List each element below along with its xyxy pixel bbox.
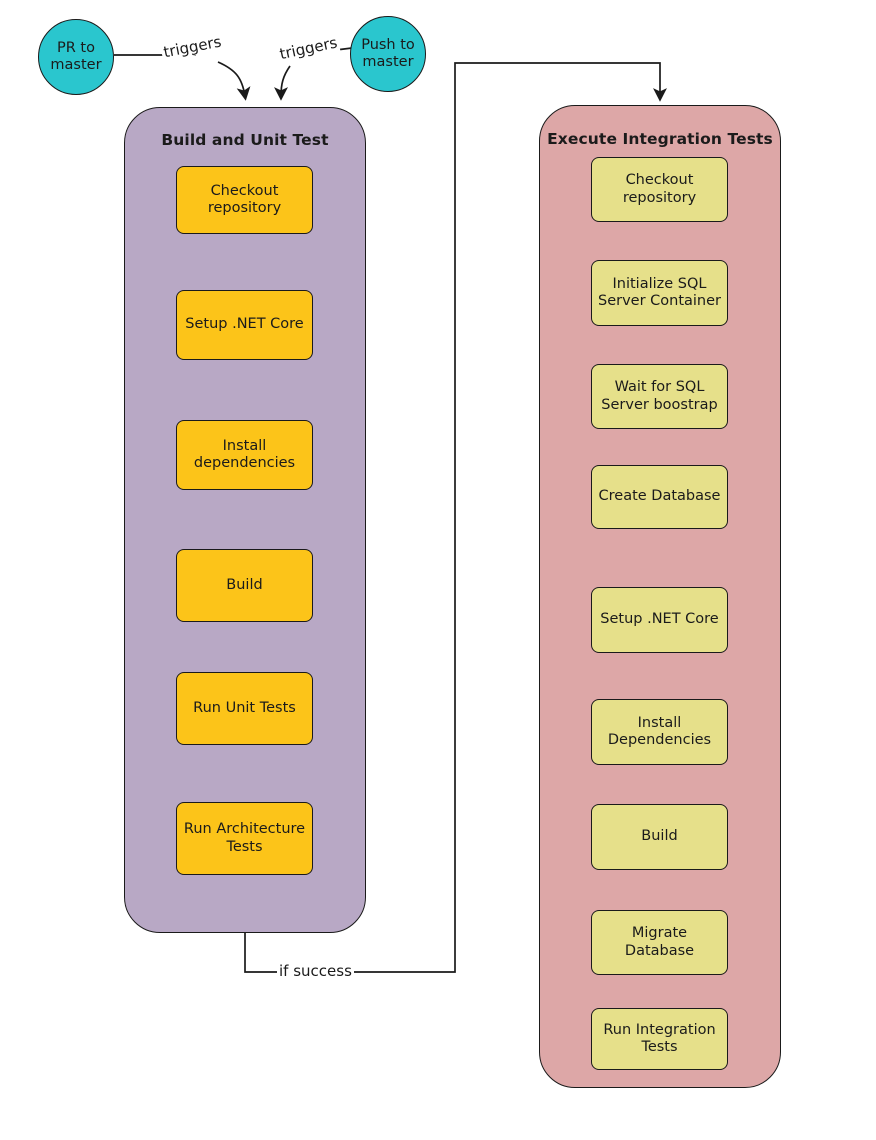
node-run-integration-tests[interactable]: Run Integration Tests xyxy=(591,1008,728,1070)
node-checkout-repository[interactable]: Checkout repository xyxy=(176,166,313,234)
node-install-dependencies[interactable]: Install dependencies xyxy=(176,420,313,490)
node-run-architecture-tests[interactable]: Run Architecture Tests xyxy=(176,802,313,875)
node-label: Run Integration Tests xyxy=(603,1021,716,1055)
trigger-label: Push to master xyxy=(361,36,415,70)
trigger-node-push-to-master[interactable]: Push to master xyxy=(350,16,426,92)
node-label: Checkout repository xyxy=(622,172,697,206)
trigger-label: PR to master xyxy=(50,39,102,73)
node-setup-dotnet-core-2[interactable]: Setup .NET Core xyxy=(591,587,728,653)
node-label: Setup .NET Core xyxy=(600,611,719,628)
node-label: Checkout repository xyxy=(207,182,282,216)
edge-label-if-success: if success xyxy=(277,962,354,980)
node-initialize-sql-server-container[interactable]: Initialize SQL Server Container xyxy=(591,260,728,326)
node-install-dependencies-2[interactable]: Install Dependencies xyxy=(591,699,728,765)
node-label: Install Dependencies xyxy=(607,714,712,748)
node-run-unit-tests[interactable]: Run Unit Tests xyxy=(176,672,313,745)
node-label: Install dependencies xyxy=(193,437,296,471)
node-label: Migrate Database xyxy=(624,925,695,959)
node-setup-dotnet-core[interactable]: Setup .NET Core xyxy=(176,290,313,360)
node-label: Wait for SQL Server boostrap xyxy=(601,379,718,413)
subgraph-title-build-and-unit-test: Build and Unit Test xyxy=(161,131,329,149)
subgraph-title-execute-integration-tests: Execute Integration Tests xyxy=(547,130,773,148)
node-label: Initialize SQL Server Container xyxy=(597,275,722,309)
node-wait-for-sql-server-boostrap[interactable]: Wait for SQL Server boostrap xyxy=(591,364,728,429)
node-label: Build xyxy=(226,576,263,593)
node-checkout-repository-2[interactable]: Checkout repository xyxy=(591,157,728,222)
node-label: Build xyxy=(641,828,678,845)
node-label: Setup .NET Core xyxy=(185,316,304,333)
edge-label-triggers-push: triggers xyxy=(276,33,341,64)
node-migrate-database[interactable]: Migrate Database xyxy=(591,910,728,975)
node-label: Run Unit Tests xyxy=(193,699,296,716)
node-label: Run Architecture Tests xyxy=(183,821,306,855)
edge-label-triggers-pr: triggers xyxy=(160,32,225,62)
trigger-node-pr-to-master[interactable]: PR to master xyxy=(38,19,114,95)
subgraph-build-and-unit-test: Build and Unit Test xyxy=(124,107,366,933)
node-build[interactable]: Build xyxy=(176,549,313,622)
node-build-2[interactable]: Build xyxy=(591,804,728,870)
edge-pr-to-build xyxy=(114,54,251,101)
node-create-database[interactable]: Create Database xyxy=(591,465,728,529)
node-label: Create Database xyxy=(598,488,721,505)
